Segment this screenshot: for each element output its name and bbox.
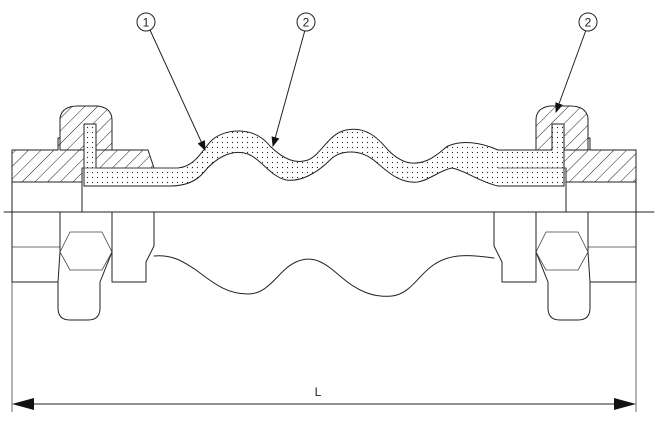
left-hex-nut — [57, 211, 113, 321]
right-hex-nut — [535, 211, 591, 321]
callout-1-label: 1 — [143, 16, 150, 30]
callout-1-circle — [136, 12, 156, 32]
dimension-length: L — [11, 282, 637, 412]
dimension-arrow-left — [12, 398, 34, 410]
left-flange-section — [11, 137, 155, 183]
callout-2-right-label: 2 — [585, 16, 592, 30]
dimension-label: L — [315, 385, 322, 399]
left-shoulder — [111, 211, 155, 283]
callout-2-center: 2 — [271, 12, 316, 147]
section-view — [11, 105, 637, 187]
callout-2-right-circle — [578, 12, 598, 32]
outside-view — [11, 211, 637, 321]
callout-2-right: 2 — [555, 12, 598, 113]
callout-1: 1 — [136, 12, 206, 151]
bellows-outline-lower — [153, 255, 495, 297]
callout-2-center-circle — [296, 12, 316, 32]
right-shoulder — [493, 211, 537, 283]
dimension-arrow-right — [614, 398, 636, 410]
rubber-bellows-section — [83, 123, 565, 187]
callout-2-center-label: 2 — [303, 16, 310, 30]
